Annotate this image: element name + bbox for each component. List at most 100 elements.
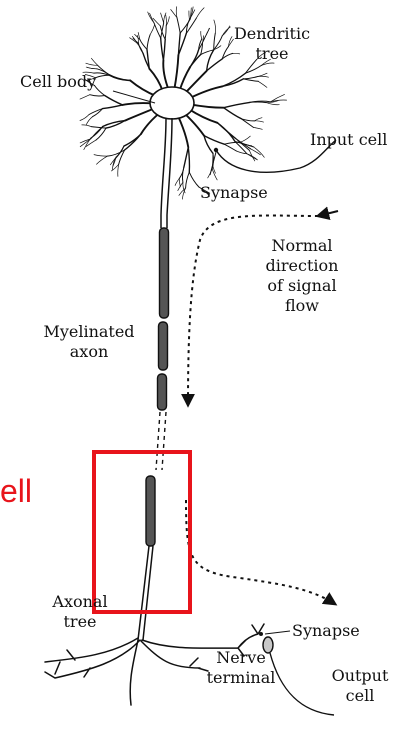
dendrite-branch bbox=[105, 96, 123, 105]
dendrite-branch bbox=[165, 26, 166, 40]
dendrite-branch bbox=[217, 123, 235, 142]
label-input-cell: Input cell bbox=[310, 130, 387, 150]
dendrite-branch bbox=[141, 113, 160, 134]
dendrite-branch bbox=[179, 67, 190, 91]
dendrite-branch bbox=[96, 128, 106, 140]
dendrite-branch bbox=[97, 156, 108, 164]
dendrite-branch bbox=[93, 109, 103, 117]
label-signal-line4: flow bbox=[250, 296, 354, 316]
dendrite-branch bbox=[91, 58, 97, 65]
dendrite-branch bbox=[124, 134, 141, 146]
dendrite-branch bbox=[189, 86, 223, 98]
dendrite-branch bbox=[243, 77, 257, 79]
synapse-leader-bottom bbox=[265, 631, 290, 634]
label-signal-line1: Normal bbox=[250, 236, 354, 256]
signal-arrow-in bbox=[318, 211, 338, 216]
dendrite-branch bbox=[113, 157, 116, 166]
dendrite-branch bbox=[254, 118, 262, 121]
dendrite-branch bbox=[178, 182, 183, 190]
dendrite-branch bbox=[80, 115, 89, 121]
dendrite-branch bbox=[166, 15, 167, 26]
dendrite-branch bbox=[118, 164, 119, 176]
dendrite-branch bbox=[223, 79, 244, 86]
myelin-sheath bbox=[158, 228, 169, 410]
synapse-dot-bottom bbox=[259, 632, 263, 636]
dendrite-branch bbox=[89, 109, 103, 115]
dendrite-branch bbox=[196, 8, 204, 19]
label-signal-line3: of signal bbox=[250, 276, 354, 296]
label-synapse-top: Synapse bbox=[200, 183, 268, 203]
dendrite-branch bbox=[240, 136, 250, 142]
dendrite-branch bbox=[161, 13, 164, 23]
label-nerve-terminal: Nerve terminal bbox=[196, 648, 286, 688]
dendrite-branch bbox=[82, 125, 91, 127]
dendrite-branch bbox=[179, 179, 180, 187]
dendrite-branch bbox=[205, 28, 210, 37]
dendrite-branch bbox=[201, 31, 202, 39]
label-signal-line2: direction bbox=[250, 256, 354, 276]
dendrite-branch bbox=[147, 35, 150, 50]
dendrite-branch bbox=[257, 76, 268, 77]
dendrite-branch bbox=[86, 117, 92, 125]
dendrite-branch bbox=[190, 104, 224, 107]
dendrite-branch bbox=[94, 155, 108, 157]
dendrite-branch bbox=[243, 79, 258, 81]
label-myelinated-line1: Myelinated bbox=[28, 322, 150, 342]
dendrite-branch bbox=[180, 19, 190, 33]
dendrite-branch bbox=[224, 108, 242, 119]
dendrite-branch bbox=[175, 179, 179, 186]
label-myelinated-axon: Myelinated axon bbox=[28, 322, 150, 362]
cropped-text-fragment: ell bbox=[0, 474, 32, 508]
dendrite-branch bbox=[189, 172, 199, 187]
dendrite-branch bbox=[186, 172, 190, 188]
label-dendritic-tree: Dendritic tree bbox=[222, 24, 322, 64]
label-dendritic-line1: Dendritic bbox=[222, 24, 322, 44]
label-dendritic-line2: tree bbox=[222, 44, 322, 64]
highlight-box bbox=[94, 452, 190, 612]
dendrite-branch bbox=[258, 81, 267, 87]
dendrite-branch bbox=[86, 67, 97, 69]
dendrite-branch bbox=[214, 20, 216, 33]
dendrite-branch bbox=[90, 95, 105, 96]
label-signal-direction: Normal direction of signal flow bbox=[250, 236, 354, 316]
dendrite-branch bbox=[103, 105, 123, 109]
dendrite-branch bbox=[96, 75, 110, 77]
axon-break bbox=[156, 412, 166, 470]
label-output-line1: Output bbox=[322, 666, 398, 686]
dendrite-branch bbox=[253, 127, 262, 129]
dendrite-branch bbox=[163, 60, 169, 90]
dendrite-branch bbox=[163, 39, 165, 60]
label-myelinated-line2: axon bbox=[28, 342, 150, 362]
dendrite-branch bbox=[254, 121, 263, 122]
dendrite-branch bbox=[164, 13, 166, 23]
label-axonal-tree: Axonal tree bbox=[40, 592, 120, 632]
dendrite-branch bbox=[224, 102, 250, 107]
label-output-cell: Output cell bbox=[322, 666, 398, 706]
dendrite-branch bbox=[182, 167, 183, 182]
dendrite-branch bbox=[150, 25, 155, 35]
label-axonal-line2: tree bbox=[40, 612, 120, 632]
label-cell-body: Cell body bbox=[20, 72, 96, 92]
dendrite-branch bbox=[153, 18, 160, 26]
dendrite-branch bbox=[125, 108, 155, 121]
synapse-dot-top bbox=[214, 148, 218, 152]
dendrite-branch bbox=[178, 115, 189, 147]
dendrite-branch bbox=[184, 147, 188, 167]
dendrite-branch bbox=[201, 50, 213, 54]
dendrite-branch bbox=[80, 95, 90, 99]
signal-flow-path-lower bbox=[186, 500, 335, 604]
dendrite-branch bbox=[177, 18, 180, 33]
label-nerve-line1: Nerve bbox=[196, 648, 286, 668]
cell-body-soma bbox=[150, 87, 194, 119]
dendrite-branch bbox=[91, 127, 106, 129]
dendrite-branch bbox=[212, 169, 217, 180]
lower-axon bbox=[138, 546, 153, 640]
myelin-segment-lower bbox=[146, 476, 155, 546]
dendrite-branch bbox=[188, 147, 189, 172]
dendrite-branch bbox=[185, 71, 207, 94]
dendrite-branch bbox=[189, 11, 190, 20]
dendrite-branch bbox=[254, 147, 264, 157]
dendrite-branch bbox=[161, 38, 164, 60]
dendrite-branch bbox=[130, 80, 157, 96]
